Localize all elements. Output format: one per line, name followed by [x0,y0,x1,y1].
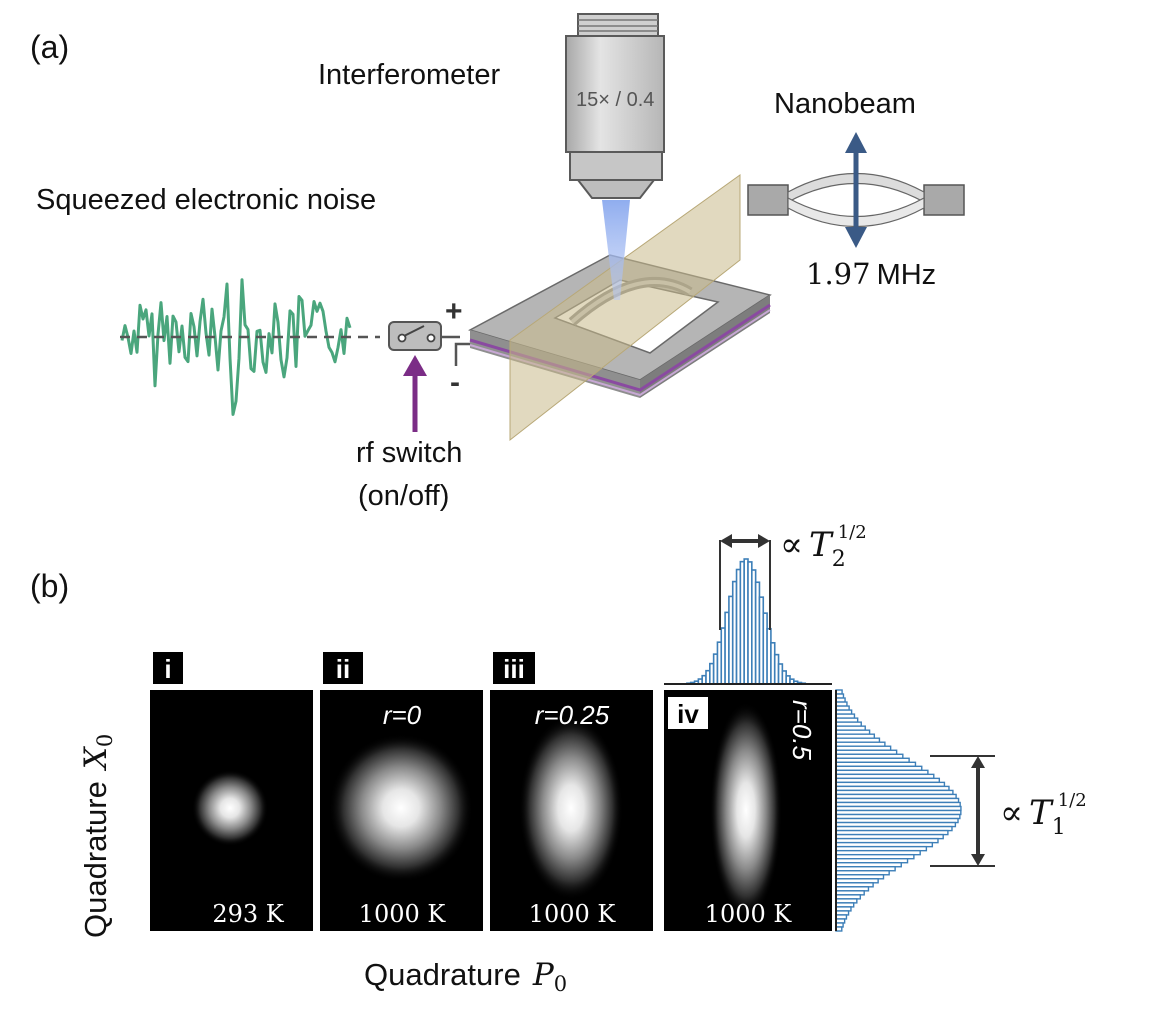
panel-ii-blob [329,734,473,882]
nanobeam-label: Nanobeam [774,88,916,120]
rf-switch [388,321,460,351]
objective-thread [577,13,659,37]
panel-i-temperature: 293 K [212,900,284,928]
t2-symbol: T [809,525,834,565]
panel-i-tag: i [164,654,171,684]
y-axis-word: Quadrature [78,781,113,938]
y-axis-symbol: X [78,745,114,771]
panel-iii-blob [519,716,623,900]
panel-ii-temperature: 1000 K [359,900,447,928]
nanobeam-arrow-up [845,132,867,153]
x-axis-word: Quadrature [364,957,521,992]
nanobeam-anchor-right [923,184,965,216]
panel-ii-squeeze: r=0 [383,700,422,730]
switch-label-line2: (on/off) [358,480,449,512]
panel-iv-blob [710,702,782,918]
panel-iii-tag: iii [503,654,525,684]
x-axis-symbol: P [532,957,555,993]
noise-waveform [120,278,380,416]
panel-i-blob [192,770,268,846]
panel-b-label: (b) [30,568,69,604]
panel-a-label: (a) [30,29,69,65]
x-axis-label: Quadrature P0 [364,957,567,996]
noise-trace [120,278,352,416]
panel-iii-tag-box [493,652,535,684]
noise-title: Squeezed electronic noise [36,184,376,216]
t2-width-marker [719,534,771,630]
x-axis-sub: 0 [554,972,567,996]
frequency-value: 1.97 [806,257,871,291]
t1-symbol: T [1029,793,1054,833]
switch-label-line1: rf switch [356,437,462,469]
microscope-objective [565,13,665,199]
phase-panel-iii: iii r=0.25 1000 K [490,652,653,931]
objective-text: 15× / 0.4 [576,89,654,111]
phase-panel-iv: iv r=0.5 1000 K [664,690,832,931]
t2-label: ∝T2 1/2 [780,522,867,572]
measurement-plane [509,174,741,442]
plus-sign: + [445,295,463,328]
objective-ring [569,151,663,181]
switch-arrow [403,355,427,432]
phase-panel-ii: ii r=0 1000 K [320,652,483,931]
minus-sign: - [450,366,460,399]
panel-iv-tag: iv [677,699,699,729]
panel-iv-squeeze: r=0.5 [787,700,817,761]
t1-prefix: ∝ [1000,793,1023,833]
panel-iv-tag-box [668,697,708,729]
y-axis-label: Quadrature X0 [78,734,117,938]
panel-ii-tag: ii [336,654,350,684]
panel-i-tag-box [153,652,183,684]
t1-label: ∝T1 1/2 [1000,790,1087,840]
histogram-top [686,558,807,685]
panel-iii-temperature: 1000 K [529,900,617,928]
t2-sup: 1/2 [838,522,867,543]
t1-sub: 1 [1052,815,1066,840]
nanobeam-arrow-down [845,227,867,248]
t1-sup: 1/2 [1058,790,1087,811]
interferometer-label: Interferometer [318,59,500,91]
nanobeam-inset [747,132,965,248]
minus-lead [454,342,476,366]
panel-iii-squeeze: r=0.25 [535,700,610,730]
objective-tip [575,179,657,199]
y-axis-sub: 0 [93,734,117,747]
panel-ii-tag-box [323,652,363,684]
switch-body [388,321,442,351]
histogram-right [835,689,962,932]
nanobeam-bent-down [787,196,925,227]
frequency-unit: MHz [877,259,937,291]
t1-width-marker [930,755,995,867]
panel-iv-temperature: 1000 K [705,900,793,928]
t2-sub: 2 [832,547,846,572]
laser-beam [602,200,630,300]
switch-contact-left [397,333,407,343]
t2-prefix: ∝ [780,525,803,565]
switch-contact-right [426,333,436,343]
switch-lever [403,325,425,337]
phase-panel-i: i 293 K [150,652,313,931]
nanobeam-anchor-left [747,184,789,216]
